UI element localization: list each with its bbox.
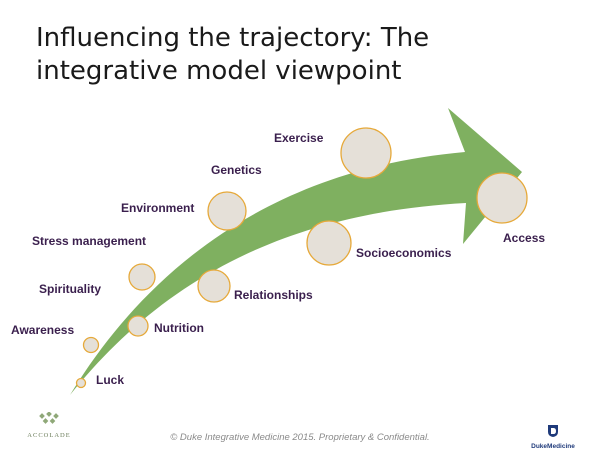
label-luck: Luck <box>96 373 124 387</box>
duke-shield-icon <box>548 425 558 437</box>
circle-spirituality <box>128 263 156 291</box>
circle-luck <box>75 377 87 389</box>
label-environment: Environment <box>121 201 194 215</box>
circle-access <box>476 172 528 224</box>
label-exercise: Exercise <box>274 131 324 145</box>
label-relationships: Relationships <box>234 288 313 302</box>
slide-title-line-1: Influencing the trajectory: The <box>36 23 430 53</box>
duke-medicine-logo: DukeMedicine <box>528 424 578 450</box>
duke-medicine-logo-text: DukeMedicine <box>531 443 575 450</box>
circle-relationships <box>197 269 231 303</box>
accolade-leaf-icon <box>39 411 59 424</box>
accolade-logo: ACCOLADE <box>24 411 74 439</box>
circle-environment <box>207 191 247 231</box>
label-socioeconomics: Socioeconomics <box>356 246 452 260</box>
label-spirituality: Spirituality <box>39 282 101 296</box>
slide-title-line-2: integrative model viewpoint <box>36 56 402 86</box>
accolade-logo-text: ACCOLADE <box>27 432 71 439</box>
label-genetics: Genetics <box>211 163 262 177</box>
factor-circles <box>75 127 528 389</box>
circle-nutrition <box>127 315 149 337</box>
circle-awareness <box>82 336 100 354</box>
slide-title: Influencing the trajectory: The integrat… <box>36 22 576 88</box>
trajectory-arrow <box>70 108 522 395</box>
circle-exercise <box>340 127 392 179</box>
label-access: Access <box>503 231 545 245</box>
footer-copyright: © Duke Integrative Medicine 2015. Propri… <box>170 432 430 443</box>
circle-socioeconomics <box>306 220 352 266</box>
label-awareness: Awareness <box>11 323 74 337</box>
label-nutrition: Nutrition <box>154 321 204 335</box>
factor-labels: Luck Awareness Nutrition Spirituality Re… <box>11 131 545 387</box>
label-stress-management: Stress management <box>32 234 146 248</box>
